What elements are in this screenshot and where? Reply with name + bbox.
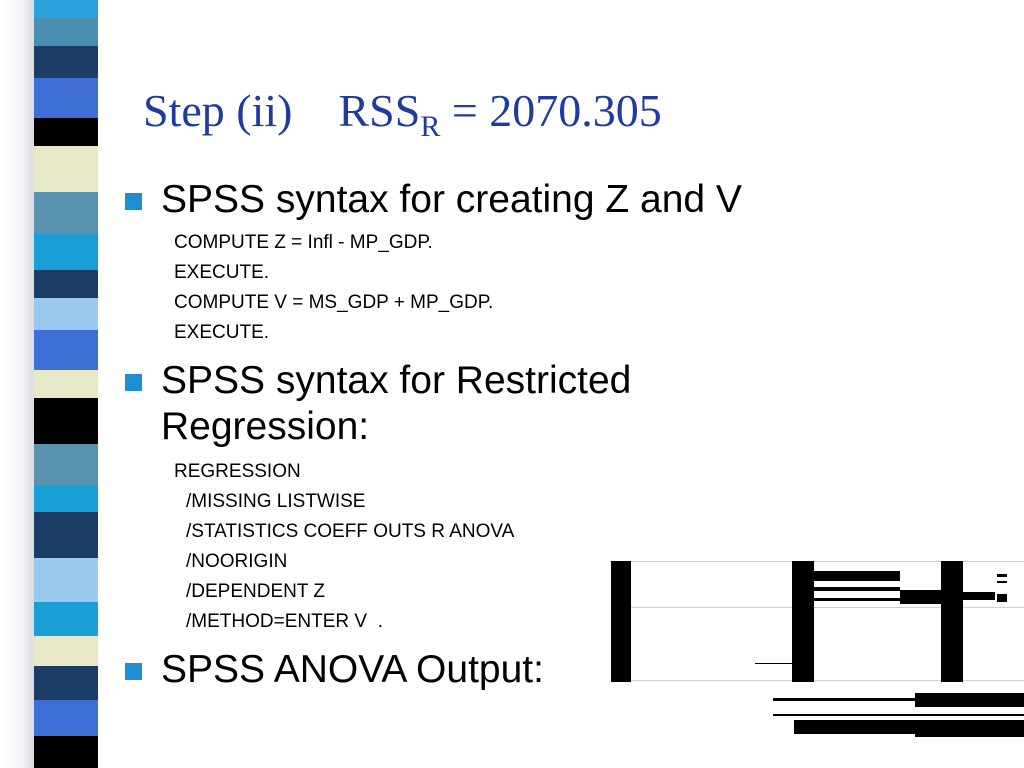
stripe-shadow — [0, 0, 34, 768]
stripe — [34, 636, 98, 666]
stripe — [34, 486, 98, 512]
image-artifact — [631, 561, 1024, 562]
stripe — [34, 192, 98, 234]
image-artifact — [611, 561, 631, 682]
image-artifact — [814, 571, 900, 581]
anova-output-image — [600, 556, 1024, 768]
stripe — [34, 602, 98, 636]
image-artifact — [941, 561, 963, 682]
syntax-line: /STATISTICS COEFF OUTS R ANOVA — [186, 521, 515, 542]
image-artifact — [773, 698, 1024, 701]
image-artifact — [814, 587, 900, 591]
square-bullet-icon — [125, 193, 142, 210]
image-artifact — [963, 592, 995, 600]
image-artifact — [773, 714, 1024, 716]
image-artifact — [915, 693, 1024, 707]
stripe — [34, 700, 98, 736]
image-artifact — [755, 663, 792, 664]
syntax-line: EXECUTE. — [174, 262, 270, 283]
title-step: Step (ii) — [143, 85, 293, 136]
syntax-line: COMPUTE V = MS_GDP + MP_GDP. — [174, 292, 494, 313]
title-rss: RSS — [338, 85, 421, 136]
image-artifact — [997, 594, 1007, 602]
stripe — [34, 398, 98, 444]
decorative-stripe-bar — [34, 0, 98, 768]
stripe — [34, 512, 98, 558]
bullet-text: SPSS syntax for Restricted — [161, 359, 632, 402]
image-artifact — [915, 731, 1024, 737]
bullet-text: SPSS ANOVA Output: — [161, 648, 544, 691]
syntax-line: EXECUTE. — [174, 322, 270, 343]
syntax-line: COMPUTE Z = Infl - MP_GDP. — [174, 232, 433, 253]
image-artifact — [631, 680, 1024, 681]
image-artifact — [900, 590, 942, 604]
stripe — [34, 234, 98, 270]
image-artifact — [794, 720, 1024, 734]
stripe — [34, 444, 98, 486]
image-artifact — [792, 561, 814, 682]
stripe — [34, 666, 98, 700]
title-subscript: R — [420, 110, 441, 143]
square-bullet-icon — [125, 374, 142, 391]
stripe — [34, 118, 98, 146]
title-equation: = 2070.305 — [440, 85, 662, 136]
stripe — [34, 18, 98, 46]
stripe — [34, 330, 98, 370]
stripe — [34, 46, 98, 78]
slide-title: Step (ii) RSSR = 2070.305 — [143, 85, 662, 142]
syntax-line: /NOORIGIN — [186, 551, 288, 572]
stripe — [34, 270, 98, 298]
bullet-text-continued: Regression: — [161, 405, 370, 448]
stripe — [34, 298, 98, 330]
image-artifact — [631, 607, 1024, 608]
image-artifact — [997, 581, 1007, 583]
square-bullet-icon — [125, 663, 142, 680]
stripe — [34, 146, 98, 192]
image-artifact — [997, 574, 1007, 577]
stripe — [34, 736, 98, 768]
stripe — [34, 78, 98, 118]
syntax-line: /DEPENDENT Z — [186, 581, 326, 602]
syntax-line: /MISSING LISTWISE — [186, 491, 366, 512]
bullet-text: SPSS syntax for creating Z and V — [161, 178, 742, 221]
syntax-line: REGRESSION — [174, 461, 301, 482]
syntax-line: /METHOD=ENTER V . — [186, 611, 383, 632]
stripe — [34, 0, 98, 18]
image-artifact — [814, 598, 900, 601]
stripe — [34, 370, 98, 398]
stripe — [34, 558, 98, 602]
